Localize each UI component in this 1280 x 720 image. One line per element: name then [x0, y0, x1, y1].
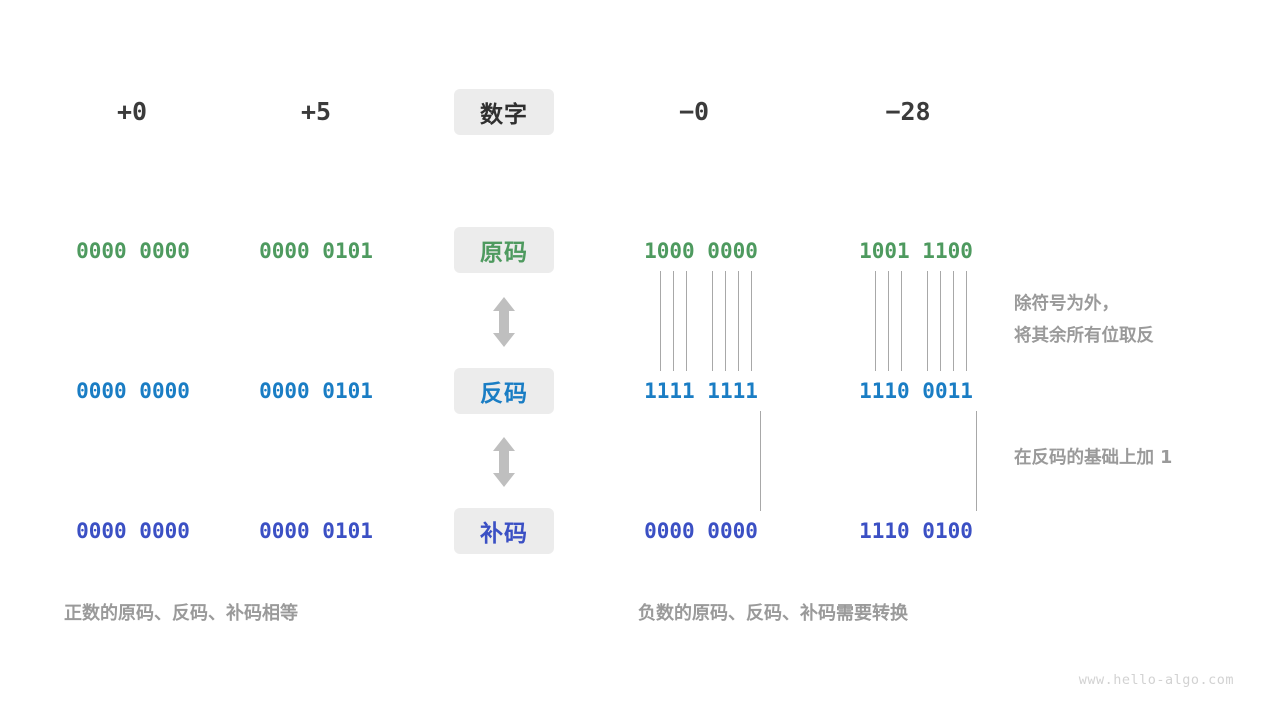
row-label-badge-sign-magnitude: 原码	[454, 227, 554, 273]
caption-negative: 负数的原码、反码、补码需要转换	[638, 603, 908, 624]
cell-ones-complement-pos-five: 0000 0101	[259, 379, 373, 403]
annotation-add-one: 在反码的基础上加 1	[1014, 448, 1173, 468]
double-arrow-icon-ones-to-twos	[489, 436, 519, 488]
column-header-pos-five: +5	[300, 97, 332, 126]
bit-connector-neg-zero-5	[725, 271, 726, 371]
bit-connector-neg-zero-7	[751, 271, 752, 371]
cell-ones-complement-pos-zero: 0000 0000	[76, 379, 190, 403]
annotation-invert-bits: 除符号为外， 将其余所有位取反	[1014, 294, 1154, 346]
row-label-sign-magnitude-text: 原码	[480, 240, 528, 266]
cell-twos-complement-neg-zero: 0000 0000	[644, 519, 758, 543]
bit-connector-neg-zero-3	[686, 271, 687, 371]
cell-sign-magnitude-pos-zero: 0000 0000	[76, 239, 190, 263]
bit-connector-neg-28-5	[940, 271, 941, 371]
double-arrow-icon-sign-to-ones	[489, 296, 519, 348]
cell-sign-magnitude-neg-zero: 1000 0000	[644, 239, 758, 263]
row-label-number-text: 数字	[480, 102, 528, 128]
bit-connector-neg-28-4	[927, 271, 928, 371]
bit-connector-neg-28-3	[901, 271, 902, 371]
cell-ones-complement-neg-zero: 1111 1111	[644, 379, 758, 403]
row-label-ones-complement-text: 反码	[480, 381, 528, 407]
cell-sign-magnitude-neg-28: 1001 1100	[859, 239, 973, 263]
bit-connector-neg-zero-6	[738, 271, 739, 371]
row-label-badge-ones-complement: 反码	[454, 368, 554, 414]
cell-ones-complement-neg-28: 1110 0011	[859, 379, 973, 403]
row-label-badge-twos-complement: 补码	[454, 508, 554, 554]
bit-connector-neg-28-6	[953, 271, 954, 371]
bit-connector-neg-28-7	[966, 271, 967, 371]
bit-connector-neg-28-2	[888, 271, 889, 371]
cell-twos-complement-pos-five: 0000 0101	[259, 519, 373, 543]
caption-positive: 正数的原码、反码、补码相等	[64, 603, 298, 624]
bit-connector-neg-28-1	[875, 271, 876, 371]
diagram-card: +0 +5 −0 −28 数字 原码 反码 补码 0000	[8, 8, 1272, 712]
cell-twos-complement-neg-28: 1110 0100	[859, 519, 973, 543]
column-header-neg-28: −28	[885, 97, 931, 126]
row-label-badge-number: 数字	[454, 89, 554, 135]
cell-sign-magnitude-pos-five: 0000 0101	[259, 239, 373, 263]
cell-twos-complement-pos-zero: 0000 0000	[76, 519, 190, 543]
column-header-neg-zero: −0	[678, 97, 710, 126]
carry-connector-neg-zero	[760, 411, 761, 511]
site-watermark: www.hello-algo.com	[1078, 672, 1234, 688]
bit-connector-neg-zero-2	[673, 271, 674, 371]
column-header-pos-zero: +0	[116, 97, 148, 126]
carry-connector-neg-28	[976, 411, 977, 511]
bit-connector-neg-zero-1	[660, 271, 661, 371]
bit-connector-neg-zero-4	[712, 271, 713, 371]
row-label-twos-complement-text: 补码	[480, 521, 528, 547]
